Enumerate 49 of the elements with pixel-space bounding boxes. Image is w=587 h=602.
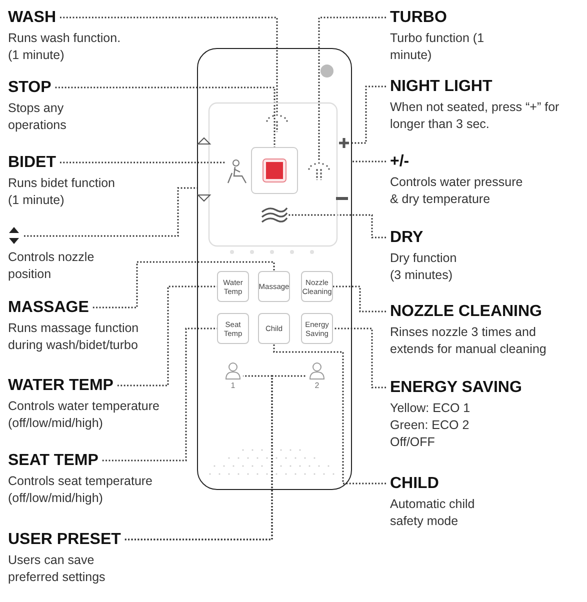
callout-description: Yellow: ECO 1 [390, 400, 472, 417]
leader-line [288, 214, 386, 238]
callout-heading: BIDET [8, 153, 56, 172]
leader-line [92, 261, 275, 308]
callout-heading: WASH [8, 8, 56, 27]
callout-description: Rinses nozzle 3 times and extends for manual cleaning [390, 324, 548, 358]
callout-description: Controls nozzle position [8, 249, 96, 283]
leader-line [60, 16, 278, 113]
leader-line [55, 86, 276, 147]
callout-description: Dry function (3 minutes) [390, 250, 458, 284]
leader-line [60, 162, 225, 164]
leader-line [350, 86, 386, 144]
leader-line [24, 187, 197, 237]
callout-description: When not seated, press “+” for longer than 3 sec. [390, 99, 560, 133]
leader-line [102, 328, 217, 462]
callout-heading: NIGHT LIGHT [390, 77, 492, 96]
callout-description: Turbo function (1 minute) [390, 30, 486, 64]
callout-description: Runs massage function during wash/bidet/turbo [8, 320, 140, 354]
callout-heading: CHILD [390, 474, 439, 493]
callout-heading: DRY [390, 228, 424, 247]
callout-heading: USER PRESET [8, 530, 121, 549]
callout-description: Controls water temperature (off/low/mid/high) [8, 398, 160, 432]
callout-heading: +/- [390, 152, 410, 171]
callout-description: Users can save preferred settings [8, 552, 106, 586]
leader-line [352, 160, 386, 162]
leader-line [117, 286, 217, 386]
callout-heading: TURBO [390, 8, 447, 27]
user-number: 2 [314, 381, 320, 390]
callout-heading: ENERGY SAVING [390, 378, 522, 397]
callout-heading: STOP [8, 78, 52, 97]
callout-heading: MASSAGE [8, 298, 89, 317]
leader-line [333, 286, 386, 312]
callout-description: Controls seat temperature (off/low/mid/high) [8, 473, 154, 507]
remote-control-body [197, 48, 352, 490]
callout-heading: SEAT TEMP [8, 451, 98, 470]
callout-description: Automatic child safety mode [390, 496, 476, 530]
callout-description: Green: ECO 2 [390, 417, 470, 434]
leader-line [318, 16, 386, 161]
leader-line [333, 328, 386, 388]
callout-description: Stops any operations [8, 100, 68, 134]
user-number: 1 [230, 381, 236, 390]
callout-heading: NOZZLE CLEANING [390, 302, 542, 321]
leader-line [273, 344, 386, 484]
callout-description: Runs wash function. (1 minute) [8, 30, 122, 64]
callout-heading: WATER TEMP [8, 376, 114, 395]
leader-line [124, 375, 307, 540]
callout-description: Off/OFF [390, 434, 436, 451]
callout-description: Runs bidet function (1 minute) [8, 175, 116, 209]
callout-description: Controls water pressure & dry temperature [390, 174, 524, 208]
